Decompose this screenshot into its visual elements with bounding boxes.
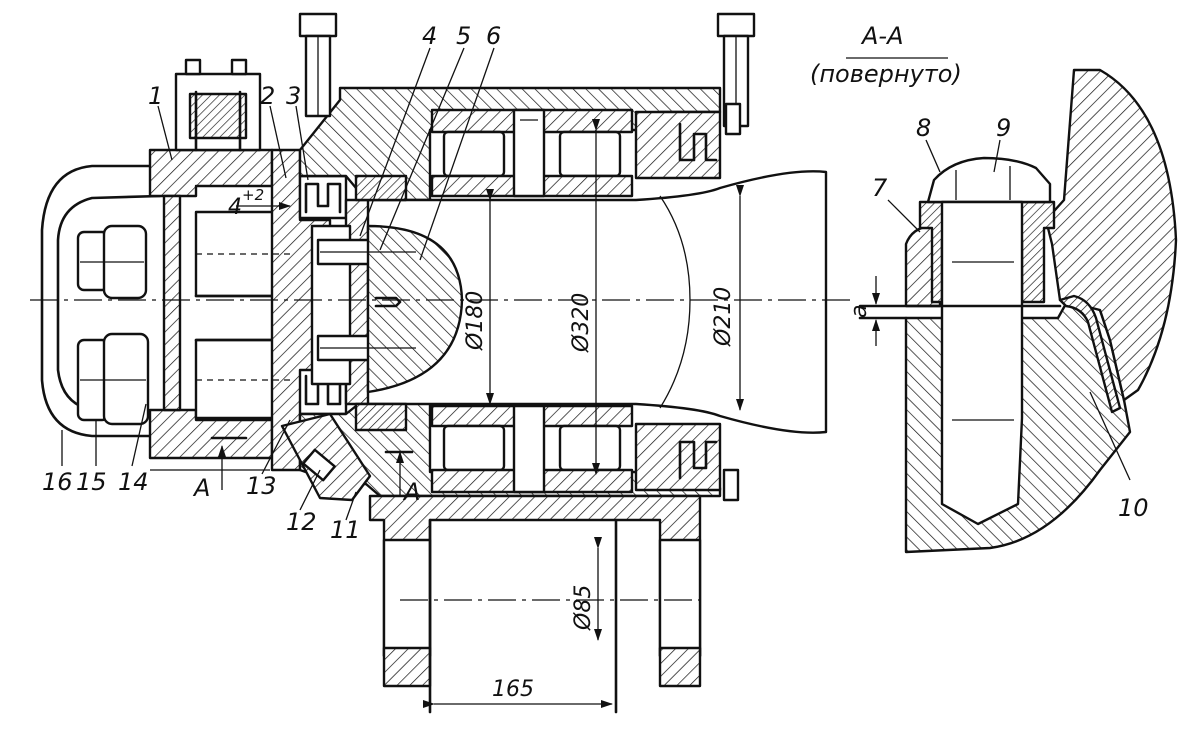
seal-ring — [280, 412, 372, 502]
end-cover — [40, 164, 170, 438]
section-title: A-A — [860, 22, 904, 50]
callout-8: 8 — [916, 114, 931, 142]
dim-len165: 165 — [492, 677, 534, 702]
callout-6: 6 — [486, 22, 501, 50]
dim-gap-tolerance: +2 — [242, 186, 264, 204]
callout-10: 10 — [1118, 494, 1149, 522]
dim-gap: 4 — [228, 195, 242, 220]
bracket-wall — [1044, 68, 1178, 402]
section-view-a-a — [846, 57, 1178, 554]
section-mark-left: A — [192, 474, 210, 502]
callout-4: 4 — [422, 22, 437, 50]
shaft-end-cap — [310, 198, 464, 406]
labyrinth-seal-right — [634, 102, 742, 502]
callout-11: 11 — [330, 516, 361, 544]
main-section-view — [30, 12, 850, 714]
dim-d180: Ø180 — [463, 291, 488, 351]
callout-3: 3 — [286, 82, 301, 110]
callout-2: 2 — [260, 82, 275, 110]
callout-9: 9 — [996, 114, 1011, 142]
section-marks: A A — [192, 474, 420, 506]
bolt-shank — [940, 200, 1024, 526]
dim-d210: Ø210 — [711, 287, 736, 347]
section-mark-right: A — [402, 478, 420, 506]
bolt-heads — [76, 224, 150, 426]
gasket-10 — [1058, 294, 1122, 414]
callout-15: 15 — [76, 468, 107, 496]
clamp-bracket — [174, 58, 262, 152]
callout-14: 14 — [118, 468, 149, 496]
callout-1: 1 — [148, 82, 163, 110]
callout-7: 7 — [872, 174, 888, 202]
dim-d320: Ø320 — [569, 293, 594, 353]
roller-bearing-top — [430, 108, 634, 198]
bolt-head-8-9 — [926, 156, 1052, 204]
callout-13: 13 — [246, 472, 277, 500]
dim-clearance: a — [847, 305, 872, 318]
leader-lines — [61, 47, 495, 521]
lower-bracket — [368, 494, 702, 714]
callout-labels: 1 2 3 4 5 6 7 8 9 10 11 12 13 14 15 16 — [42, 22, 1149, 544]
section-subtitle: (повернуто) — [810, 60, 962, 88]
callout-12: 12 — [286, 508, 317, 536]
dim-d85: Ø85 — [571, 585, 596, 631]
section-title-group: A-A (повернуто) — [810, 22, 962, 88]
dimension-labels: 4 +2 Ø180 Ø320 Ø210 Ø85 165 a — [228, 186, 872, 702]
callout-16: 16 — [42, 468, 73, 496]
roller-bearing-bottom — [430, 404, 634, 494]
callout-5: 5 — [456, 22, 471, 50]
pin-lower — [194, 338, 280, 420]
